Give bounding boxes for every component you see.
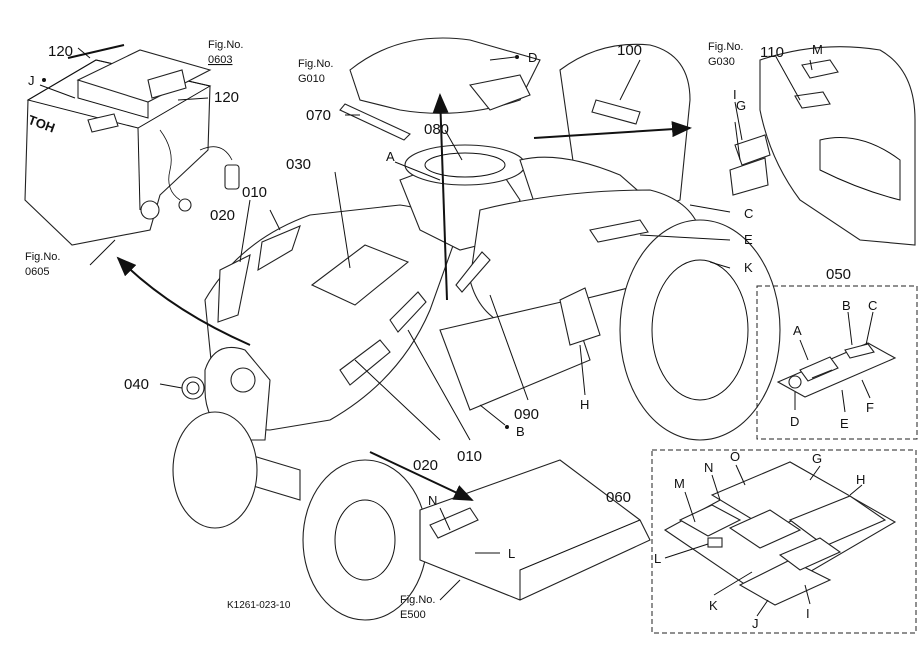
figure-references: Fig.No. 0603 Fig.No. G010 Fig.No. G030 F…: [25, 39, 743, 621]
part-120-top: 120: [48, 43, 73, 60]
inset050-F: F: [866, 400, 874, 415]
part-060: 060: [606, 489, 631, 506]
inset060-J: J: [752, 616, 759, 631]
leader-lines: [39, 47, 813, 601]
figref-0605-title: Fig.No.: [25, 251, 60, 263]
inset060-O: O: [730, 449, 740, 464]
inset-050: [756, 285, 918, 440]
inset050-D: D: [790, 414, 799, 429]
part-010-bottom: 010: [457, 448, 482, 465]
inset060-H: H: [856, 472, 865, 487]
inset050-A: A: [793, 323, 802, 338]
figref-e500-title: Fig.No.: [400, 594, 435, 606]
part-020-left: 020: [210, 207, 235, 224]
inset050-E: E: [840, 416, 849, 431]
part-120-side: 120: [214, 89, 239, 106]
part-070: 070: [306, 107, 331, 124]
inset-050-labels: A B C D E F: [790, 298, 877, 431]
part-090: 090: [514, 406, 539, 423]
figref-e500-num: E500: [400, 609, 426, 621]
figref-g030-title: Fig.No.: [708, 41, 743, 53]
inset-060: [651, 449, 917, 634]
letter-labels: J A D B C E G I K H M N L: [28, 42, 823, 561]
inset060-I: I: [806, 606, 810, 621]
part-040: 040: [124, 376, 149, 393]
figref-0603-title: Fig.No.: [208, 39, 243, 51]
part-100: 100: [617, 42, 642, 59]
label-I: I: [733, 87, 737, 102]
emblem-040: [181, 376, 205, 400]
part-020-bottom: 020: [413, 457, 438, 474]
inset050-C: C: [868, 298, 877, 313]
inset060-K: K: [709, 598, 718, 613]
label-H: H: [580, 397, 589, 412]
label-G: G: [736, 98, 746, 113]
arrows: [67, 44, 692, 501]
part-110: 110: [760, 44, 784, 61]
label-K: K: [744, 260, 753, 275]
part-050: 050: [826, 266, 851, 283]
label-B: B: [516, 424, 525, 439]
figref-g010-title: Fig.No.: [298, 58, 333, 70]
figure-code: K1261-023-10: [227, 600, 291, 611]
label-D: D: [528, 50, 537, 65]
figref-g030-num: G030: [708, 56, 735, 68]
inset050-B: B: [842, 298, 851, 313]
inset060-G: G: [812, 451, 822, 466]
inset-060-frame: [651, 449, 917, 634]
part-010-left: 010: [242, 184, 267, 201]
label-N: N: [428, 493, 437, 508]
figref-0603-num: 0603: [208, 54, 232, 66]
inset-050-frame: [756, 285, 918, 440]
label-C: C: [744, 206, 753, 221]
inset060-M: M: [674, 476, 685, 491]
inset-060-labels: M N O G H L K J I: [654, 449, 865, 631]
inset060-N: N: [704, 460, 713, 475]
part-030: 030: [286, 156, 311, 173]
label-A: A: [386, 149, 395, 164]
engine-assembly: HOT: [24, 49, 240, 246]
label-J: J: [28, 73, 35, 88]
part-labels: 120 120 030 010 020 040 070 080 100 110 …: [48, 42, 851, 506]
inset060-L: L: [654, 551, 661, 566]
label-E: E: [744, 232, 753, 247]
figref-0605-num: 0605: [25, 266, 49, 278]
label-L: L: [508, 546, 515, 561]
part-080: 080: [424, 121, 449, 138]
figref-g010-num: G010: [298, 73, 325, 85]
label-M: M: [812, 42, 823, 57]
